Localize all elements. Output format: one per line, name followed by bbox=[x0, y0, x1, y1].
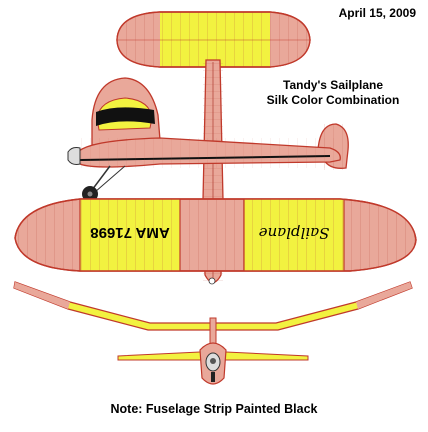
wing-registration-label: AMA 71698 bbox=[90, 224, 169, 241]
footer-note: Note: Fuselage Strip Painted Black bbox=[110, 402, 318, 416]
wing-script-label: Sailplane bbox=[259, 224, 330, 242]
horizontal-stabilizer bbox=[116, 11, 311, 68]
title-line-2: Silk Color Combination bbox=[266, 93, 400, 107]
front-view-wing bbox=[13, 281, 413, 385]
fuselage-side-view bbox=[67, 77, 350, 202]
main-wing: AMA 71698 Sailplane bbox=[14, 198, 417, 272]
date-label: April 15, 2009 bbox=[338, 6, 416, 20]
title-block: Tandy's Sailplane Silk Color Combination bbox=[258, 78, 408, 108]
title-line-1: Tandy's Sailplane bbox=[283, 78, 383, 92]
